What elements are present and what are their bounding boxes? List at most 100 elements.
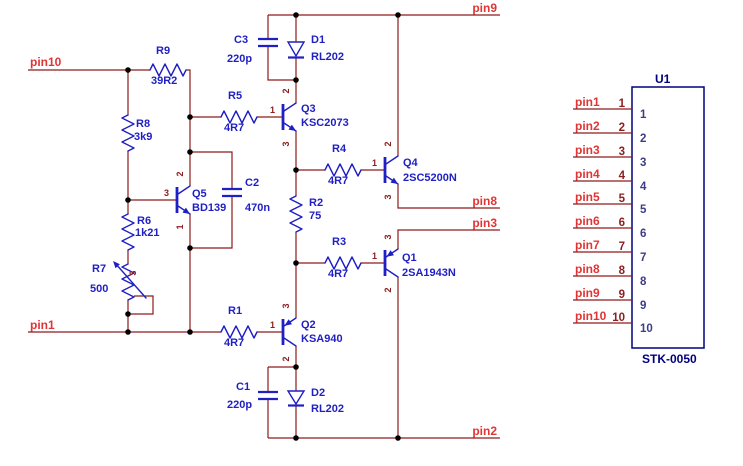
- pin-number-inner: 5: [640, 204, 647, 216]
- terminal-number: 2: [281, 88, 291, 93]
- ref-des: R1: [228, 305, 242, 317]
- junction-dot: [187, 149, 193, 155]
- terminal-number: 3: [164, 188, 169, 198]
- wiper-arrowhead: [113, 261, 120, 269]
- component-d1: D1 RL202: [286, 34, 344, 63]
- npn-emitter-arrow: [182, 207, 190, 214]
- ref-des: R3: [332, 236, 346, 248]
- ref-des: D2: [311, 387, 325, 399]
- component-q3: Q3 KSC2073 1 2 3: [270, 88, 349, 146]
- net-label: pin8: [575, 262, 600, 276]
- component-c3: C3 220p: [227, 34, 278, 65]
- junction-dot: [293, 77, 299, 83]
- component-r8: R8 3k9: [121, 114, 152, 152]
- pin-number-inner: 10: [640, 323, 653, 335]
- component-q2: Q2 KSA940 1 3 2: [270, 303, 343, 361]
- value: 220p: [227, 399, 252, 411]
- resistor-symbol: [289, 195, 303, 233]
- terminal-number: 1: [372, 251, 377, 261]
- terminal-number: 1: [372, 158, 377, 168]
- value: BD139: [192, 202, 226, 214]
- terminal-number: 3: [281, 303, 291, 308]
- pin-number-outer: 2: [619, 122, 625, 134]
- u1-pin-row: pin10 10 10: [575, 309, 653, 335]
- terminal-number: 3: [128, 270, 138, 275]
- net-label-pin3: pin3: [472, 216, 497, 230]
- resistor-symbol: [220, 325, 258, 339]
- net-labels: pin10 pin1 pin9 pin8 pin3 pin2: [30, 1, 497, 438]
- wiper-arrow: [114, 262, 147, 299]
- resistor-symbol: [149, 63, 187, 77]
- u1-pin-row: pin5 5 5: [575, 190, 647, 216]
- ref-des: Q2: [301, 319, 316, 331]
- pin-number-outer: 8: [619, 265, 626, 277]
- resistor-symbol: [121, 213, 135, 251]
- component-r7-potentiometer: 3 R7 500: [90, 261, 147, 301]
- net-label: pin5: [575, 190, 600, 204]
- u1-pin-row: pin8 8 8: [575, 262, 647, 288]
- component-r9: R9 39R2: [149, 45, 187, 87]
- pin-number-outer: 4: [619, 170, 626, 182]
- ref-des: C3: [234, 34, 248, 46]
- ref-des: U1: [655, 72, 671, 86]
- npn-emitter-arrow: [288, 124, 296, 131]
- terminal-number: 3: [383, 194, 393, 199]
- component-r3: R3 4R7: [324, 236, 362, 280]
- junction-dots: [125, 12, 401, 441]
- terminal-number: 1: [270, 320, 275, 330]
- junction-dot: [293, 435, 299, 441]
- pin-number-inner: 6: [640, 228, 646, 240]
- ref-des: R5: [228, 90, 242, 102]
- resistor-symbol: [324, 256, 362, 270]
- junction-dot: [293, 167, 299, 173]
- component-r6: R6 1k21: [121, 213, 159, 251]
- net-label-pin1: pin1: [30, 318, 55, 332]
- junction-dot: [187, 114, 193, 120]
- terminal-number: 3: [281, 141, 291, 146]
- junction-dot: [395, 12, 401, 18]
- capacitor-plates: [258, 37, 278, 48]
- ref-des: Q1: [402, 252, 417, 264]
- pin-number-inner: 3: [640, 157, 646, 169]
- component-u1: U1 STK-0050 pin1 1 1 pin2 2 2 pin3 3 3 p…: [573, 72, 705, 366]
- pnp-emitter-arrow: [386, 250, 394, 257]
- value: 220p: [227, 53, 252, 65]
- value: 3k9: [134, 131, 152, 143]
- diode-triangle: [286, 390, 306, 406]
- junction-dot: [293, 12, 299, 18]
- junction-dot: [187, 329, 193, 335]
- resistor-symbol: [220, 110, 258, 124]
- pin-number-outer: 1: [619, 98, 626, 110]
- value: RL202: [311, 51, 344, 63]
- npn-emitter-arrow: [390, 177, 398, 184]
- u1-pin-row: pin7 7 7: [575, 238, 646, 264]
- ref-des: R6: [137, 215, 151, 227]
- pin-number-outer: 10: [612, 312, 625, 324]
- u1-pin-row: pin2 2 2: [575, 119, 646, 145]
- pnp-emitter-arrow: [284, 319, 292, 326]
- value: 39R2: [151, 75, 177, 87]
- value: 2SC5200N: [403, 172, 457, 184]
- net-label-pin10: pin10: [30, 55, 62, 69]
- u1-pin-row: pin3 3 3: [575, 143, 646, 169]
- resistor-symbol: [324, 163, 362, 177]
- circuit-wires: [28, 14, 500, 439]
- net-label: pin2: [575, 119, 600, 133]
- transistor-legs: [177, 185, 191, 215]
- terminal-number: 3: [383, 234, 393, 239]
- resistor-symbol: [121, 263, 135, 301]
- pin-number-outer: 9: [619, 289, 625, 301]
- junction-dot: [125, 311, 131, 317]
- value: 75: [309, 210, 321, 222]
- resistor-symbol: [121, 114, 135, 152]
- value: KSA940: [301, 333, 343, 345]
- pin-number-inner: 4: [640, 181, 647, 193]
- junction-dot: [293, 260, 299, 266]
- net-label: pin9: [575, 286, 600, 300]
- value: 4R7: [328, 175, 348, 187]
- net-label: pin4: [575, 167, 600, 181]
- component-c2: C2 470n: [222, 177, 270, 214]
- u1-pin-row: pin4 4 4: [575, 167, 647, 193]
